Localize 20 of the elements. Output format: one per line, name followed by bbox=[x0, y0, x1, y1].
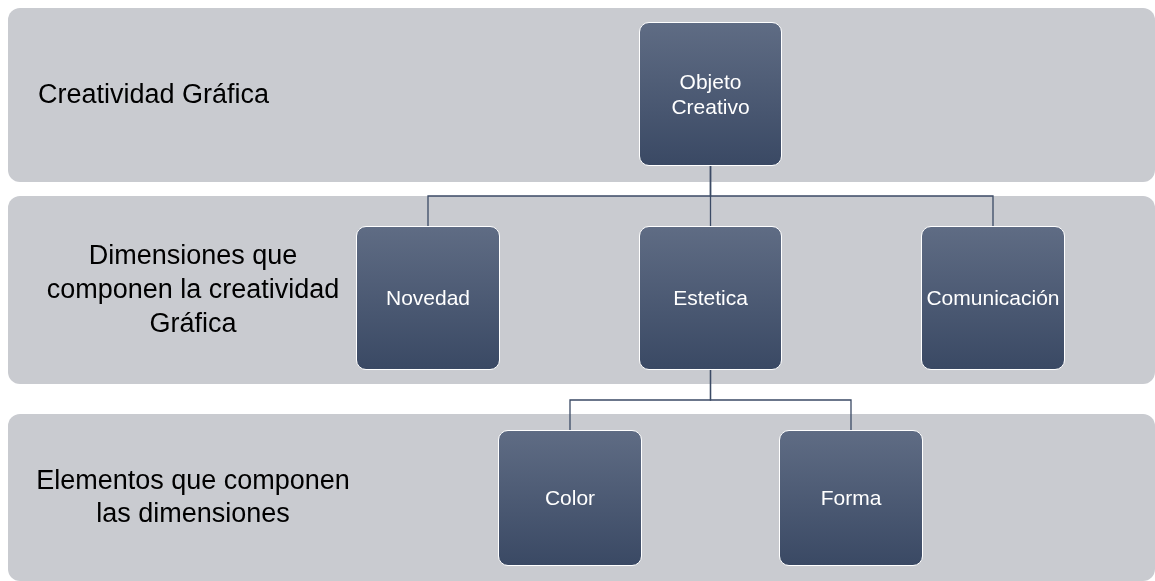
level-label: Dimensiones que componen la creatividad Gráfica bbox=[45, 239, 341, 340]
level-band bbox=[8, 414, 1155, 581]
process-box bbox=[639, 22, 782, 166]
level-label: Creatividad Gráfica bbox=[38, 78, 271, 112]
process-box bbox=[779, 430, 923, 566]
box-label: Objeto Creativo bbox=[670, 68, 751, 120]
level-band bbox=[8, 196, 1155, 384]
box-label: Comunicación bbox=[925, 285, 1061, 311]
box-label: Forma bbox=[819, 485, 883, 511]
process-box bbox=[498, 430, 642, 566]
level-band bbox=[8, 8, 1155, 182]
connector-line bbox=[709, 165, 994, 227]
process-box bbox=[356, 226, 500, 370]
connector-line bbox=[709, 369, 852, 431]
box-label: Color bbox=[543, 485, 597, 511]
process-box bbox=[921, 226, 1065, 370]
box-label: Estetica bbox=[672, 285, 749, 311]
level-label: Elementos que componen las dimensiones bbox=[35, 463, 351, 531]
process-box bbox=[639, 226, 782, 370]
box-label: Novedad bbox=[384, 285, 472, 311]
